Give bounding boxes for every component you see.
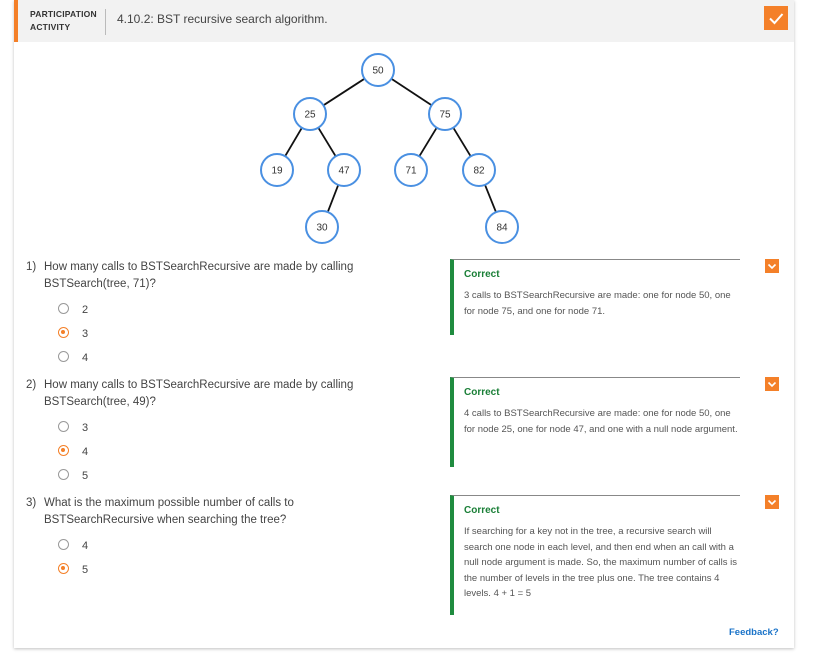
tree-node-30: 30 — [305, 210, 339, 244]
feedback-title: Correct — [464, 387, 500, 398]
tree-node-label: 82 — [473, 166, 485, 177]
tree-node-circle — [293, 97, 327, 131]
tree-node-circle — [485, 210, 519, 244]
question-1: 1) — [26, 259, 44, 276]
tree-node-circle — [394, 153, 428, 187]
feedback-title: Correct — [464, 269, 500, 280]
feedback-text: If searching for a key not in the tree, … — [464, 526, 737, 599]
radio-button[interactable] — [58, 351, 69, 362]
activity-type-label: PARTICIPATION ACTIVITY — [30, 8, 97, 34]
tree-node-label: 84 — [496, 223, 508, 234]
tree-node-71: 71 — [394, 153, 428, 187]
option-label: 5 — [82, 564, 89, 576]
tree-node-circle — [428, 97, 462, 131]
tree-node-circle — [260, 153, 294, 187]
activity-title: 4.10.2: BST recursive search algorithm. — [117, 12, 328, 26]
radio-button-selected[interactable] — [58, 563, 69, 574]
tree-edge-n75-n71 — [418, 127, 438, 157]
q2-check-icon — [765, 377, 779, 391]
option-label: 4 — [82, 540, 89, 552]
q2-feedback: Correct 4 calls to BSTSearchRecursive ar… — [450, 377, 740, 467]
option-label: 5 — [82, 470, 89, 482]
tree-edge-n50-n25 — [322, 77, 366, 107]
question-2-text: How many calls to BSTSearchRecursive are… — [44, 379, 354, 408]
feedback-link[interactable]: Feedback? — [729, 627, 779, 638]
option-label: 4 — [82, 352, 89, 364]
participation-activity-card: PARTICIPATION ACTIVITY 4.10.2: BST recur… — [14, 0, 794, 648]
tree-node-circle — [305, 210, 339, 244]
q1-feedback: Correct 3 calls to BSTSearchRecursive ar… — [450, 259, 740, 335]
header-divider — [105, 9, 106, 35]
tree-node-label: 75 — [439, 110, 451, 121]
tree-node-25: 25 — [293, 97, 327, 131]
question-number: 2) — [26, 379, 37, 391]
tree-node-circle — [327, 153, 361, 187]
tree-edge-n25-n47 — [317, 127, 337, 157]
radio-button-selected[interactable] — [58, 445, 69, 456]
bst-diagram: 50 25 75 19 47 71 82 30 84 — [260, 53, 519, 244]
option-label: 2 — [82, 304, 89, 316]
activity-header: PARTICIPATION ACTIVITY 4.10.2: BST recur… — [14, 0, 794, 42]
tree-node-label: 19 — [271, 166, 283, 177]
tree-node-label: 30 — [316, 223, 328, 234]
q3-feedback: Correct If searching for a key not in th… — [450, 495, 740, 615]
tree-node-circle — [361, 53, 395, 87]
option-label: 3 — [82, 422, 89, 434]
tree-node-84: 84 — [485, 210, 519, 244]
feedback-title: Correct — [464, 505, 500, 516]
tree-node-47: 47 — [327, 153, 361, 187]
radio-button[interactable] — [58, 303, 69, 314]
feedback-text: 3 calls to BSTSearchRecursive are made: … — [464, 290, 731, 317]
tree-node-50: 50 — [361, 53, 395, 87]
tree-node-82: 82 — [462, 153, 496, 187]
q1-check-icon — [765, 259, 779, 273]
option-label: 4 — [82, 446, 89, 458]
tree-node-label: 25 — [304, 110, 316, 121]
feedback-text: 4 calls to BSTSearchRecursive are made: … — [464, 408, 738, 435]
tree-node-19: 19 — [260, 153, 294, 187]
radio-button[interactable] — [58, 421, 69, 432]
question-number: 1) — [26, 261, 37, 273]
question-number: 3) — [26, 497, 37, 509]
tree-node-label: 71 — [405, 166, 417, 177]
tree-edge-n25-n19 — [284, 127, 303, 157]
tree-edge-n82-n84 — [484, 184, 497, 213]
question-1-text: How many calls to BSTSearchRecursive are… — [44, 261, 354, 290]
question-3: 3) — [26, 495, 44, 512]
radio-button[interactable] — [58, 539, 69, 550]
activity-type-line1: PARTICIPATION — [30, 9, 97, 19]
radio-button-selected[interactable] — [58, 327, 69, 338]
option-label: 3 — [82, 328, 89, 340]
radio-button[interactable] — [58, 469, 69, 480]
completion-check-icon — [764, 6, 788, 30]
question-2: 2) — [26, 377, 44, 394]
question-3-text: What is the maximum possible number of c… — [44, 497, 294, 526]
tree-node-circle — [462, 153, 496, 187]
activity-type-line2: ACTIVITY — [30, 22, 71, 32]
tree-edge-n47-n30 — [326, 184, 340, 213]
tree-node-label: 47 — [338, 166, 350, 177]
tree-node-75: 75 — [428, 97, 462, 131]
tree-edge-n75-n82 — [452, 127, 472, 157]
tree-edge-n50-n75 — [390, 78, 433, 106]
tree-node-label: 50 — [372, 66, 384, 77]
q3-check-icon — [765, 495, 779, 509]
